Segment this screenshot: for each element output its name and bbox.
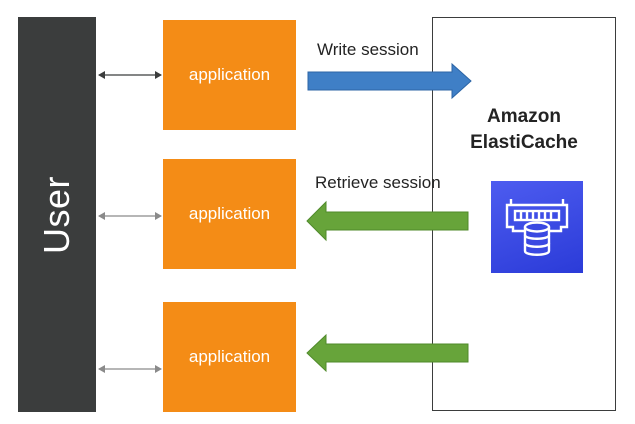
application-box-3: application [163,302,296,412]
retrieve-session-arrow [306,200,469,242]
application-box-2: application [163,159,296,269]
application-label: application [188,65,271,84]
elasticache-memory-icon [505,199,569,256]
user-bar: User [18,17,96,412]
retrieve-session-label: Retrieve session [315,173,441,192]
elasticache-title-line1: Amazon [487,106,561,127]
write-session-label: Write session [317,40,419,59]
application-label: application [188,347,271,366]
elasticache-title-line2: ElastiCache [470,132,578,153]
elasticache-icon [491,181,583,273]
write-session-arrow [307,62,472,100]
retrieve-session-arrow-2 [306,333,469,373]
elasticache-title: Amazon ElastiCache [432,104,616,156]
application-label: application [188,204,271,223]
application-box-1: application [163,20,296,130]
